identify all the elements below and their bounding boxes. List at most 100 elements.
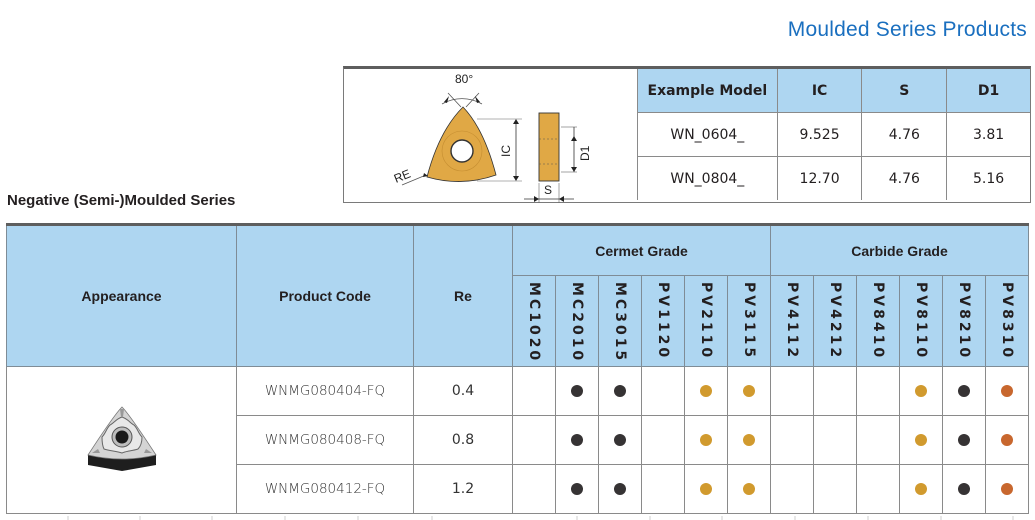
dimension-box: 80° IC RE D1 S Exampl	[343, 66, 1031, 203]
spec-row: WN_0804_ 12.70 4.76 5.16	[637, 156, 1030, 200]
grade-label: MC2010	[569, 282, 585, 364]
re-value: 1.2	[413, 464, 513, 515]
ic-label: IC	[499, 145, 513, 157]
spec-d1: 3.81	[946, 112, 1030, 157]
black-dot-icon	[614, 433, 626, 446]
grade-availability-cell	[856, 415, 900, 466]
grade-availability-cell	[942, 415, 986, 466]
grade-label: PV2110	[698, 282, 714, 361]
gold-dot-icon	[915, 384, 927, 397]
grade-label: MC1020	[526, 282, 542, 364]
spec-header-ic: IC	[776, 69, 863, 113]
grade-label: PV4212	[827, 282, 843, 361]
spec-row: WN_0604_ 9.525 4.76 3.81	[637, 112, 1030, 157]
grade-availability-cell	[727, 366, 771, 417]
spec-s: 4.76	[861, 112, 948, 157]
product-table: Appearance Product Code Re Cermet Grade …	[6, 223, 1029, 515]
grade-label: PV8210	[956, 282, 972, 361]
grade-availability-cell	[598, 366, 642, 417]
grade-availability-cell	[856, 464, 900, 515]
spec-header-model: Example Model	[637, 69, 778, 113]
spec-model: WN_0604_	[637, 112, 778, 157]
black-dot-icon	[958, 482, 970, 495]
s-label: S	[544, 183, 552, 197]
black-dot-icon	[571, 482, 583, 495]
grade-availability-cell	[813, 415, 857, 466]
angle-label: 80°	[455, 72, 473, 86]
orange-dot-icon	[1001, 384, 1013, 397]
insert-hole	[450, 139, 474, 163]
grade-availability-cell	[985, 415, 1029, 466]
gold-dot-icon	[700, 384, 712, 397]
grade-label: PV8310	[999, 282, 1015, 361]
spec-header-s: S	[861, 69, 948, 113]
header-cermet-grade: Cermet Grade	[512, 224, 771, 276]
section-title: Negative (Semi-)Moulded Series	[7, 192, 236, 209]
spec-s: 4.76	[861, 156, 948, 200]
grade-availability-cell	[512, 415, 556, 466]
header-appearance: Appearance	[6, 223, 237, 368]
black-dot-icon	[614, 384, 626, 397]
page-title: Moulded Series Products	[787, 18, 1027, 41]
black-dot-icon	[571, 384, 583, 397]
grade-availability-cell	[555, 415, 599, 466]
grade-availability-cell	[727, 464, 771, 515]
grade-availability-cell	[770, 464, 814, 515]
spec-ic: 12.70	[776, 156, 863, 200]
grade-availability-cell	[813, 464, 857, 515]
wnmg-insert-dimension-diagram-icon: 80° IC RE D1 S	[392, 72, 592, 203]
spec-header-d1: D1	[946, 69, 1030, 113]
gold-dot-icon	[915, 482, 927, 495]
grade-availability-cell	[899, 464, 943, 515]
black-dot-icon	[614, 482, 626, 495]
header-grade-pv2110: PV2110	[684, 274, 728, 368]
gold-dot-icon	[743, 433, 755, 446]
grade-availability-cell	[512, 366, 556, 417]
header-grade-mc2010: MC2010	[555, 274, 599, 368]
grade-availability-cell	[684, 366, 728, 417]
spec-d1: 5.16	[946, 156, 1030, 200]
header-row-group: Appearance Product Code Re Cermet Grade …	[6, 223, 1029, 368]
grade-availability-cell	[770, 415, 814, 466]
product-code: WNMG080408-FQ	[236, 415, 414, 466]
grade-label: PV8110	[913, 282, 929, 361]
grade-availability-cell	[598, 464, 642, 515]
gold-dot-icon	[700, 482, 712, 495]
grade-availability-cell	[813, 366, 857, 417]
product-code: WNMG080412-FQ	[236, 464, 414, 515]
header-grade-pv3115: PV3115	[727, 274, 771, 368]
grade-availability-cell	[942, 366, 986, 417]
grade-availability-cell	[684, 464, 728, 515]
grade-availability-cell	[770, 366, 814, 417]
grade-availability-cell	[942, 464, 986, 515]
spec-ic: 9.525	[776, 112, 863, 157]
gold-dot-icon	[743, 482, 755, 495]
grade-availability-cell	[684, 415, 728, 466]
black-dot-icon	[958, 384, 970, 397]
d1-label: D1	[578, 145, 592, 161]
black-dot-icon	[958, 433, 970, 446]
appearance-cell	[6, 366, 237, 515]
grade-availability-cell	[555, 366, 599, 417]
insert-side-view	[538, 112, 560, 182]
product-code: WNMG080404-FQ	[236, 366, 414, 417]
grade-availability-cell	[899, 415, 943, 466]
grade-availability-cell	[598, 415, 642, 466]
re-value: 0.8	[413, 415, 513, 466]
grade-label: PV3115	[741, 282, 757, 361]
header-grade-pv8310: PV8310	[985, 274, 1029, 368]
gold-dot-icon	[700, 433, 712, 446]
header-grade-pv4112: PV4112	[770, 274, 814, 368]
grade-availability-cell	[512, 464, 556, 515]
orange-dot-icon	[1001, 482, 1013, 495]
grade-availability-cell	[985, 366, 1029, 417]
grade-availability-cell	[641, 464, 685, 515]
header-grade-mc3015: MC3015	[598, 274, 642, 368]
re-label: RE	[392, 167, 413, 186]
header-carbide-grade: Carbide Grade	[770, 224, 1029, 276]
grade-label: PV4112	[784, 282, 800, 361]
